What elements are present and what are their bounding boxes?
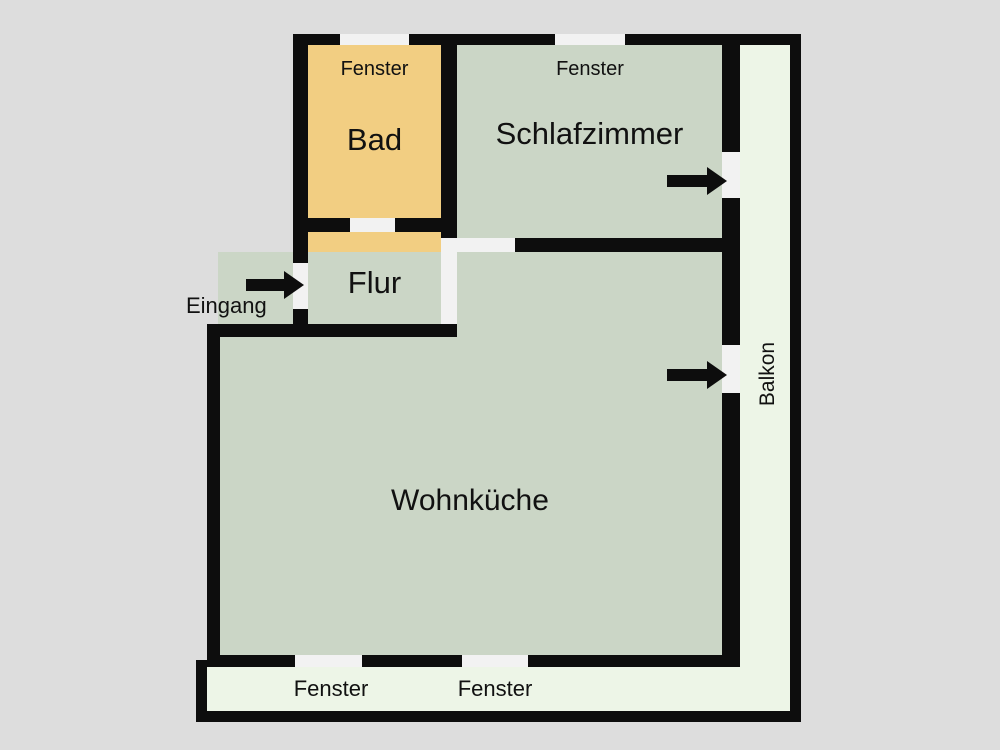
- eingang-arrow-icon: [246, 270, 306, 300]
- door-opening-flur-schlafzimmer: [457, 238, 515, 252]
- wall-east-bad: [441, 34, 457, 238]
- wall-bad-flur-left: [293, 218, 350, 232]
- room-balkon-horizontal: [207, 660, 800, 714]
- wall-top-bad-left: [293, 34, 340, 45]
- room-bad-fill: [308, 45, 441, 218]
- wall-schlafzimmer-wohnkueche: [515, 238, 740, 252]
- wall-balcony-outer-right: [790, 34, 801, 722]
- label-fenster-schlafzimmer: Fenster: [556, 58, 624, 80]
- window-opening-schlafzimmer: [555, 34, 625, 45]
- wall-bottom-mid: [362, 655, 462, 667]
- wall-top-right: [625, 34, 733, 45]
- balkontuer-schlafzimmer-arrow-icon: [667, 166, 729, 196]
- wall-balcony-outer-top: [740, 34, 801, 45]
- label-eingang: Eingang: [186, 293, 267, 318]
- wall-bottom-right: [528, 655, 740, 667]
- label-room-wohnkueche: Wohnküche: [391, 484, 549, 517]
- wall-east-schlafzimmer-lower: [722, 198, 740, 345]
- label-room-schlafzimmer: Schlafzimmer: [495, 116, 684, 151]
- wall-balcony-outer-bottom: [196, 711, 801, 722]
- wall-bottom-left: [207, 655, 295, 667]
- label-fenster-bad: Fenster: [340, 58, 409, 80]
- wall-east-schlafzimmer-upper: [722, 34, 740, 152]
- label-room-bad: Bad: [346, 122, 403, 157]
- wall-bad-flur-right: [395, 218, 457, 232]
- wall-west-wohnkueche: [207, 334, 220, 666]
- door-opening-flur-east: [441, 238, 457, 324]
- label-fenster-wohnkueche-left: Fenster: [293, 676, 369, 701]
- wall-balcony-outer-left: [196, 660, 207, 722]
- balkontuer-wohnkueche-arrow-icon: [667, 360, 729, 390]
- label-room-flur: Flur: [347, 265, 402, 300]
- label-fenster-wohnkueche-right: Fenster: [457, 676, 533, 701]
- wall-east-wohnkueche: [722, 393, 740, 666]
- door-opening-bad-flur: [350, 218, 395, 232]
- label-room-balkon: Balkon: [756, 341, 779, 407]
- wall-west-bad: [293, 34, 308, 263]
- window-opening-bad: [340, 34, 409, 45]
- wall-south-flur: [207, 324, 457, 337]
- window-opening-wohnkueche-left: [295, 655, 362, 667]
- room-schlafzimmer-fill: [457, 45, 722, 238]
- window-opening-wohnkueche-right: [462, 655, 528, 667]
- wall-top-mid: [409, 34, 555, 45]
